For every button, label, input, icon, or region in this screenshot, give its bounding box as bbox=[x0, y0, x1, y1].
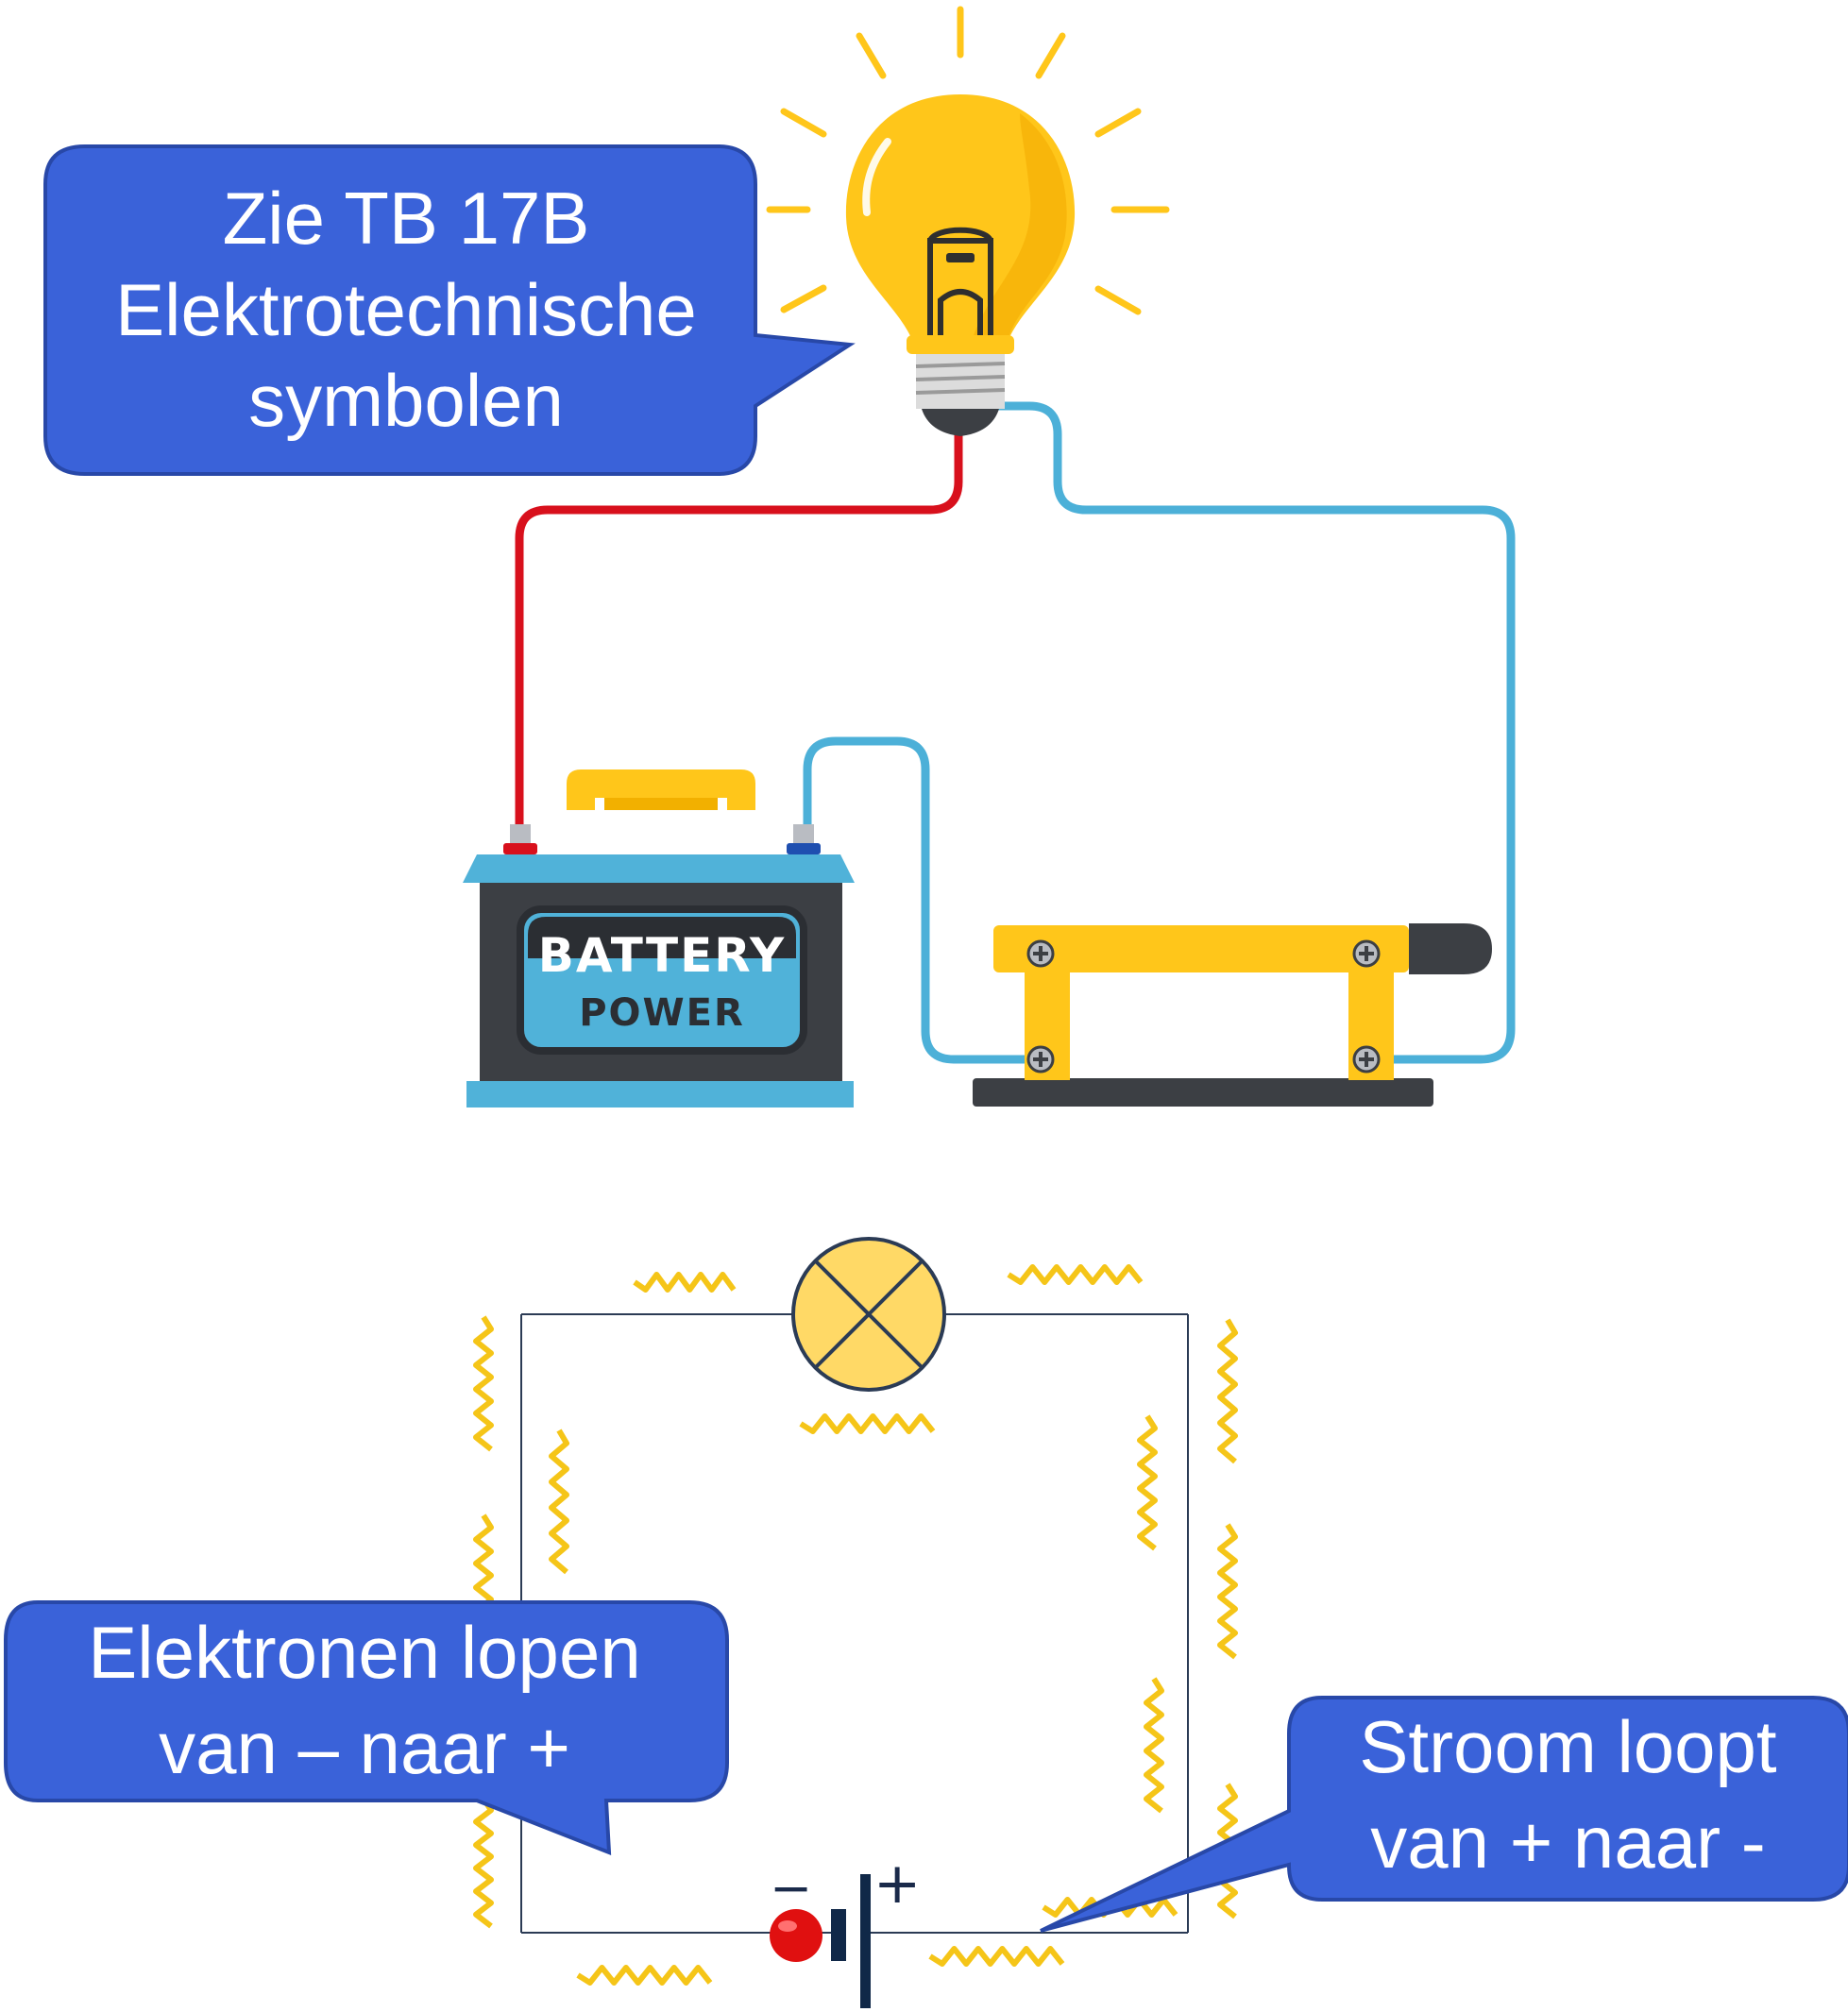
zigzag-mark bbox=[799, 1413, 936, 1434]
electrons-callout-text: Elektronen lopen van – naar + bbox=[8, 1605, 721, 1797]
reference-line-2: Elektrotechnische bbox=[115, 267, 697, 351]
red-wire bbox=[515, 434, 963, 826]
reference-line-1: Zie TB 17B bbox=[222, 177, 590, 260]
reference-line-3: symbolen bbox=[248, 359, 564, 443]
current-callout-text: Stroom loopt van + naar - bbox=[1292, 1699, 1844, 1891]
minus-terminal-sign: − bbox=[770, 1858, 813, 1918]
battery-label-top: BATTERY bbox=[537, 928, 787, 983]
zigzag-mark bbox=[473, 1315, 494, 1452]
zigzag-mark bbox=[473, 1797, 494, 1929]
reference-callout-text: Zie TB 17B Elektrotechnische symbolen bbox=[47, 173, 765, 447]
zigzag-mark bbox=[1137, 1414, 1158, 1551]
light-bulb-icon bbox=[766, 6, 1170, 436]
reference-callout bbox=[43, 144, 856, 476]
blue-wire-lamp-to-switch bbox=[987, 401, 1516, 1064]
electron-flow-zigzags bbox=[473, 1264, 1238, 1986]
zigzag-mark bbox=[1217, 1523, 1238, 1660]
blue-wire-battery-to-switch bbox=[803, 736, 1039, 1064]
current-line-1: Stroom loopt bbox=[1359, 1705, 1777, 1788]
lamp-symbol-icon bbox=[791, 1237, 946, 1392]
zigzag-mark bbox=[1007, 1264, 1144, 1285]
zigzag-mark bbox=[576, 1965, 713, 1986]
electron-dot-icon bbox=[770, 1909, 822, 1962]
zigzag-mark bbox=[928, 1946, 1065, 1967]
current-callout bbox=[1040, 1696, 1848, 1933]
battery-label-bottom: POWER bbox=[579, 991, 745, 1035]
zigzag-mark bbox=[633, 1272, 737, 1293]
electrons-line-2: van – naar + bbox=[159, 1706, 570, 1790]
current-line-2: van + naar - bbox=[1370, 1801, 1766, 1885]
electrons-line-1: Elektronen lopen bbox=[88, 1611, 641, 1694]
zigzag-mark bbox=[1144, 1677, 1164, 1814]
battery-symbol-icon bbox=[831, 1874, 871, 2008]
electrons-callout bbox=[3, 1600, 729, 1855]
car-battery-icon bbox=[463, 769, 855, 1107]
zigzag-mark bbox=[549, 1429, 569, 1575]
zigzag-mark bbox=[1217, 1318, 1238, 1464]
knife-switch-icon bbox=[973, 923, 1492, 1107]
plus-terminal-sign: + bbox=[873, 1851, 922, 1917]
